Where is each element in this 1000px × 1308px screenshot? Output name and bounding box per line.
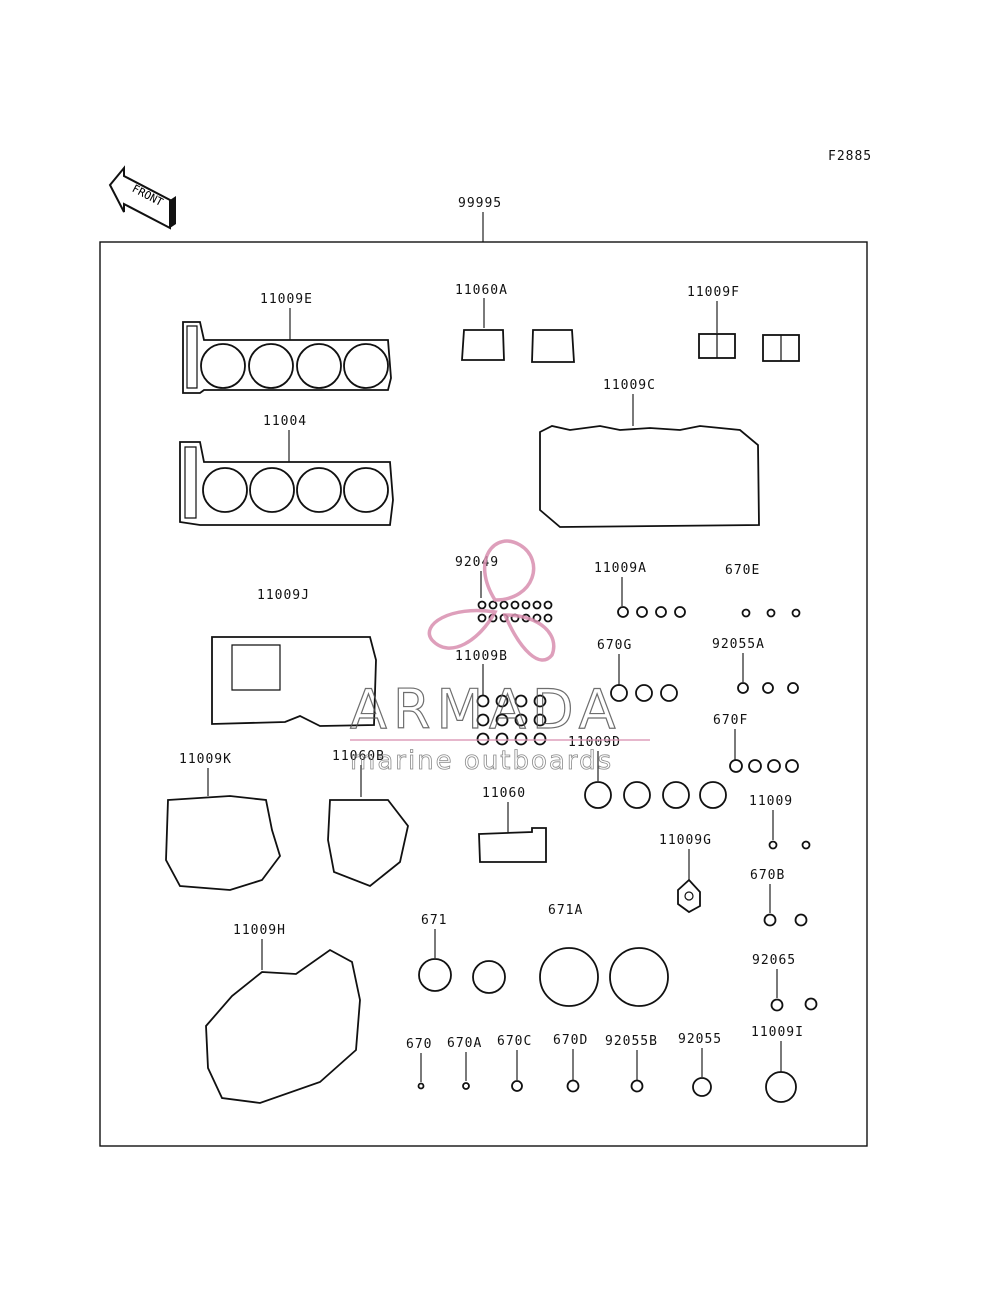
label-92065: 92065 [752,953,796,968]
label-92055B: 92055B [605,1034,658,1049]
label-671A: 671A [548,903,583,918]
watermark-tagline: marine outboards [350,746,613,776]
oring-670[interactable]: 670 [406,1037,432,1090]
oring-piece [476,713,490,727]
oring-piece [477,613,487,623]
oring-piece [533,694,547,708]
oring-piece [543,600,553,610]
oring-piece [543,613,553,623]
oring-piece [495,694,509,708]
label-11009H: 11009H [233,923,286,938]
oring-piece [514,694,528,708]
gasket-11060[interactable]: 11060 [478,786,547,863]
label-670: 670 [406,1037,432,1052]
label-11060A: 11060A [455,283,508,298]
label-11009K: 11009K [179,752,232,767]
oring-92065[interactable]: 92065 [752,953,818,1012]
kit-part-label: 99995 [458,196,502,211]
watermark-brand: ARMADA [350,678,622,741]
armada-watermark: ARMADA marine outboards [349,539,650,776]
label-11004: 11004 [263,414,307,429]
oring-11009I[interactable]: 11009I [751,1025,804,1103]
oring-11009[interactable]: 11009 [749,794,811,850]
gasket-11009H[interactable]: 11009H [205,923,361,1104]
label-92055: 92055 [678,1032,722,1047]
label-11009C: 11009C [603,378,656,393]
gasket-11060A[interactable]: 11060A [455,283,575,363]
oring-piece [477,600,487,610]
oring-11009A[interactable]: 11009A [594,561,686,618]
gasket-11009G[interactable]: 11009G [659,833,712,914]
oring-671A[interactable]: 671A [539,903,669,1007]
gasket-11009J[interactable]: 11009J [211,588,377,727]
oring-92055[interactable]: 92055 [678,1032,722,1097]
oring-piece [476,694,490,708]
oring-piece [499,600,509,610]
oring-670F[interactable]: 670F [713,713,799,773]
kit-outline [99,241,868,1147]
oring-piece [514,713,528,727]
front-arrow-icon: FRONT [108,165,176,230]
oring-piece [532,600,542,610]
oring-piece [488,600,498,610]
oring-piece [533,713,547,727]
oring-piece [510,600,520,610]
label-11009: 11009 [749,794,793,809]
gasket-11009K[interactable]: 11009K [165,752,281,891]
oring-671[interactable]: 671 [418,913,506,994]
oring-piece [533,732,547,746]
oring-92055A[interactable]: 92055A [712,637,799,694]
gasket-11009F[interactable]: 11009F [687,285,800,362]
label-11009G: 11009G [659,833,712,848]
label-11009D: 11009D [568,735,621,750]
label-11009J: 11009J [257,588,310,603]
oring-piece [495,713,509,727]
label-670A: 670A [447,1036,482,1051]
oring-670B[interactable]: 670B [750,868,808,927]
label-11060B: 11060B [332,749,385,764]
label-11060: 11060 [482,786,526,801]
label-670G: 670G [597,638,632,653]
oring-piece [514,732,528,746]
oring-670A[interactable]: 670A [447,1036,482,1090]
oring-670E[interactable]: 670E [725,563,801,618]
oring-670G[interactable]: 670G [597,638,678,702]
oring-11009B[interactable]: 11009B [455,649,547,746]
label-11009A: 11009A [594,561,647,576]
oring-11009D[interactable]: 11009D [568,735,727,809]
label-670C: 670C [497,1034,532,1049]
oring-670D[interactable]: 670D [553,1033,588,1093]
label-11009I: 11009I [751,1025,804,1040]
oring-92055B[interactable]: 92055B [605,1034,658,1093]
label-671: 671 [421,913,447,928]
gasket-11060B[interactable]: 11060B [327,749,409,888]
label-92055A: 92055A [712,637,765,652]
oring-670C[interactable]: 670C [497,1034,532,1092]
label-11009F: 11009F [687,285,740,300]
label-670B: 670B [750,868,785,883]
label-11009E: 11009E [260,292,313,307]
gasket-11009E[interactable]: 11009E [182,292,392,394]
propeller-logo-icon [427,539,556,662]
oring-piece [476,732,490,746]
gasket-11009C[interactable]: 11009C [539,378,760,528]
oring-piece [521,600,531,610]
label-670F: 670F [713,713,748,728]
label-92049: 92049 [455,555,499,570]
label-670D: 670D [553,1033,588,1048]
oring-piece [495,732,509,746]
gasket-11004[interactable]: 11004 [179,414,394,526]
figure-code: F2885 [828,149,872,164]
label-670E: 670E [725,563,760,578]
label-11009B: 11009B [455,649,508,664]
